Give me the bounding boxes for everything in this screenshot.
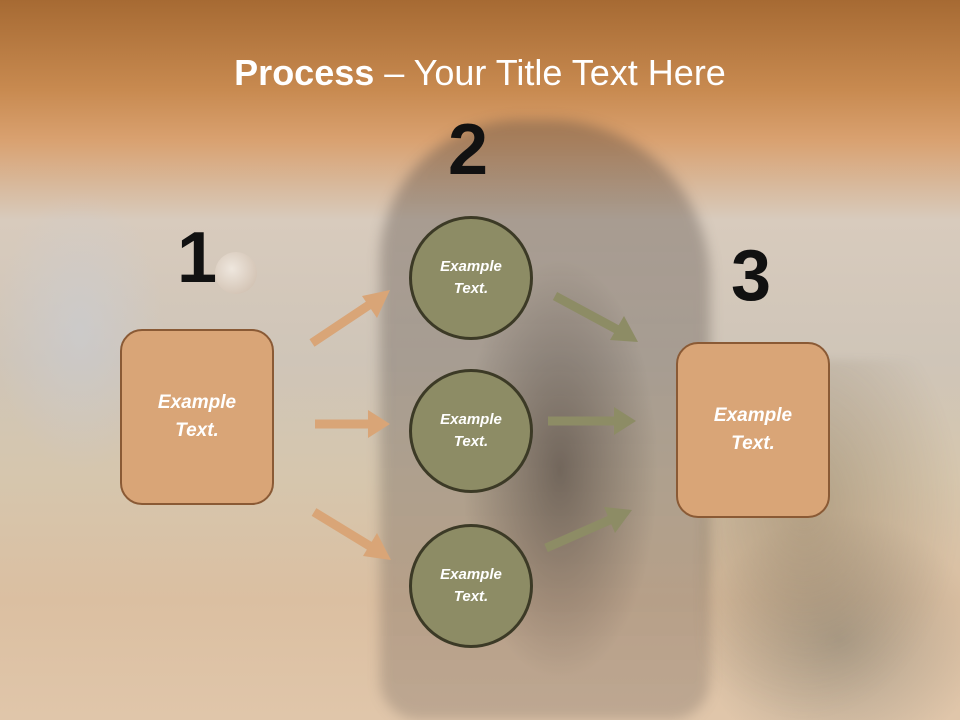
step-3-text: Example Text. [713, 405, 793, 454]
step-number-3: 3 [731, 236, 772, 316]
arrow-head-4 [610, 316, 638, 342]
arrow-head-5 [614, 407, 636, 435]
arrow-head-6 [604, 507, 632, 533]
output-arrows [544, 292, 638, 553]
input-arrows [309, 290, 391, 560]
circle-1-text: Example Text. [440, 258, 502, 297]
step-number-2: 2 [448, 110, 489, 190]
baseball-image [215, 252, 257, 294]
slide-title: Process – Your Title Text Here [0, 52, 960, 94]
arrow-to-circle-3 [311, 508, 376, 552]
arrow-head-1 [362, 290, 390, 318]
arrow-to-circle-1 [309, 299, 375, 347]
arrow-head-2 [368, 410, 390, 438]
step-2-circle-3[interactable]: Example Text. [409, 524, 533, 648]
circle-2-text: Example Text. [440, 411, 502, 450]
arrow-from-circle-1 [552, 292, 621, 334]
step-2-circle-2[interactable]: Example Text. [409, 369, 533, 493]
step-2-circle-1[interactable]: Example Text. [409, 216, 533, 340]
title-bold: Process [234, 52, 375, 93]
arrow-from-circle-3 [544, 514, 614, 553]
title-rest: – Your Title Text Here [374, 52, 726, 93]
arrow-head-3 [363, 533, 391, 560]
circle-3-text: Example Text. [440, 566, 502, 605]
step-3-box[interactable]: Example Text. [676, 342, 830, 518]
step-1-box[interactable]: Example Text. [120, 329, 274, 505]
step-number-1: 1 [177, 218, 218, 298]
step-1-text: Example Text. [157, 392, 237, 441]
